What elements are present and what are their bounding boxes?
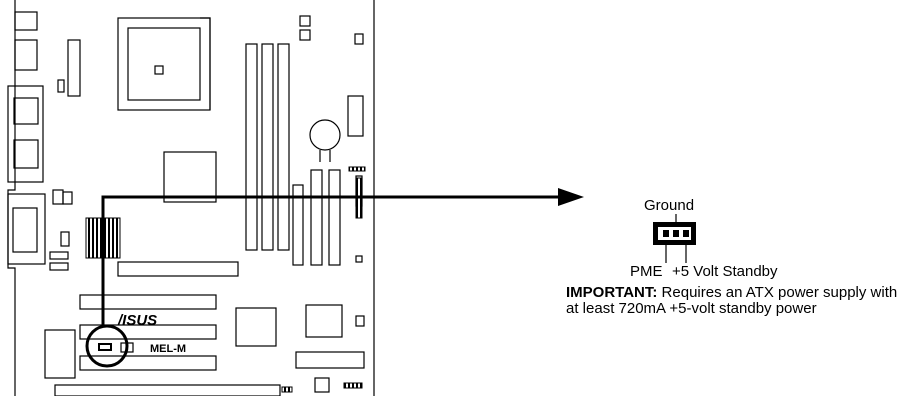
brand-logo: /ISUS <box>117 312 157 329</box>
pme-label: PME <box>630 263 663 280</box>
motherboard-outline <box>7 0 375 396</box>
note-heading: IMPORTANT: <box>566 284 658 301</box>
standby-label: +5 Volt Standby <box>672 263 778 280</box>
board-model: MEL-M <box>150 343 186 355</box>
pointer-arrow <box>101 188 584 327</box>
pme-jumper-highlight <box>85 324 129 368</box>
ground-label: Ground <box>644 197 695 214</box>
note-text: Requires an ATX power supply with at lea… <box>566 284 898 317</box>
three-pin-connector <box>653 214 696 263</box>
important-note: IMPORTANT: Requires an ATX power supply … <box>566 285 911 317</box>
hatched-components <box>85 166 366 393</box>
